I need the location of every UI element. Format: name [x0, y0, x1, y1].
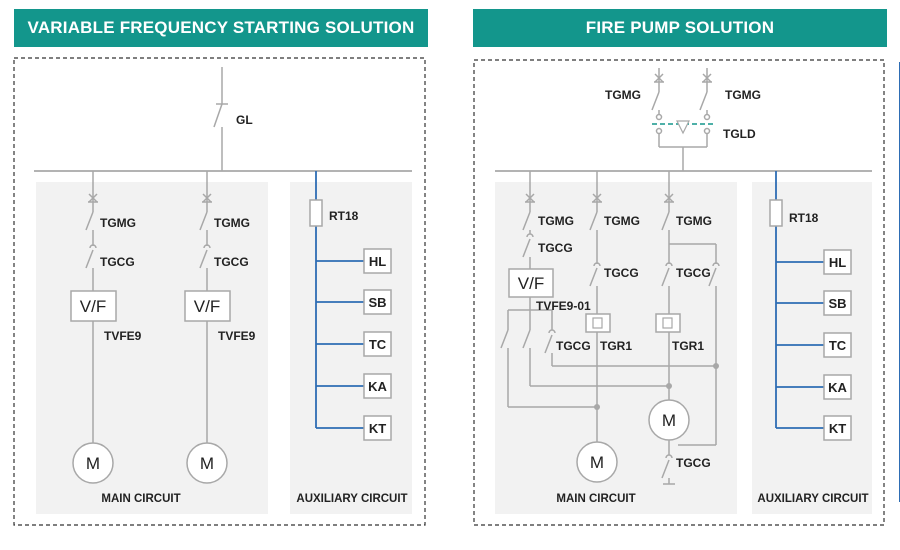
right-b1-tgmg-label: TGMG	[538, 214, 574, 228]
left-aux-caption: AUXILIARY CIRCUIT	[296, 493, 407, 505]
right-motor-2-label: M	[662, 411, 676, 430]
left-b1-tvfe-label: TVFE9	[104, 329, 142, 343]
tgld-label: TGLD	[723, 127, 756, 141]
right-b2-tgcg-label: TGCG	[604, 266, 639, 280]
right-b1-tgcg-label: TGCG	[538, 241, 573, 255]
right-tgmg-right-label: TGMG	[725, 88, 761, 102]
right-title: FIRE PUMP SOLUTION	[585, 18, 775, 37]
left-rt18-fuse	[309, 199, 323, 227]
right-motor-1-label: M	[590, 453, 604, 472]
left-b2-vf-label: V/F	[194, 297, 220, 316]
right-tgmg-left-label: TGMG	[605, 88, 641, 102]
right-title-banner: FIRE PUMP SOLUTION	[473, 9, 887, 47]
left-aux-item-tc: TC	[369, 337, 387, 352]
left-b1-motor-label: M	[86, 454, 100, 473]
left-b2-tvfe-label: TVFE9	[218, 329, 256, 343]
right-motor-2	[648, 399, 690, 441]
right-aux-item-sb: SB	[828, 296, 846, 311]
left-aux-item-hl: HL	[369, 254, 386, 269]
right-aux-item-tc: TC	[829, 338, 847, 353]
left-vf-box-1	[70, 290, 117, 322]
left-wiring	[34, 67, 412, 446]
right-wiring	[495, 68, 872, 485]
left-main-panel	[36, 182, 268, 514]
right-aux-item-ka: KA	[828, 380, 847, 395]
left-motor-2	[186, 442, 228, 484]
left-b2-motor-label: M	[200, 454, 214, 473]
right-rt18-fuse	[769, 199, 783, 227]
left-b2-tgcg-label: TGCG	[214, 255, 249, 269]
right-aux-item-hl: HL	[829, 255, 846, 270]
right-dashed-frame	[473, 59, 885, 526]
right-main-caption: MAIN CIRCUIT	[556, 493, 635, 505]
left-motor-1	[72, 442, 114, 484]
left-b2-tgmg-label: TGMG	[214, 216, 250, 230]
left-title: VARIABLE FREQUENCY STARTING SOLUTION	[27, 18, 415, 37]
right-b3-tgr-label: TGR1	[672, 339, 704, 353]
right-tvfe-label: TVFE9-01	[536, 299, 591, 313]
left-b1-vf-label: V/F	[80, 297, 106, 316]
gl-label: GL	[236, 113, 253, 127]
right-b2-tgr-label: TGR1	[600, 339, 632, 353]
right-b3-tgmg-label: TGMG	[676, 214, 712, 228]
right-b1-tgcg2-label: TGCG	[556, 339, 591, 353]
right-vf-box	[508, 268, 554, 298]
left-dashed-frame	[13, 57, 426, 526]
left-aux-item-ka: KA	[368, 379, 387, 394]
tgld-module	[652, 120, 714, 135]
right-thermal-relay-symbols	[592, 317, 673, 329]
right-thermal-relays	[585, 313, 681, 333]
left-title-banner: VARIABLE FREQUENCY STARTING SOLUTION	[14, 9, 428, 47]
right-aux-caption: AUXILIARY CIRCUIT	[757, 493, 868, 505]
right-b3-tgcg-label: TGCG	[676, 266, 711, 280]
right-vf-label: V/F	[518, 274, 544, 293]
left-rt18-label: RT18	[329, 209, 359, 223]
left-aux-item-kt: KT	[369, 421, 386, 436]
right-b2-tgmg-label: TGMG	[604, 214, 640, 228]
left-vf-box-2	[184, 290, 231, 322]
right-b3-tgcg-bottom-label: TGCG	[676, 456, 711, 470]
left-aux-item-sb: SB	[368, 295, 386, 310]
right-motor-1	[576, 441, 618, 483]
left-aux-panel	[290, 182, 412, 514]
right-junctions	[594, 363, 719, 410]
left-b1-tgcg-label: TGCG	[100, 255, 135, 269]
right-aux-boxes	[823, 249, 852, 441]
right-rt18-label: RT18	[789, 211, 819, 225]
left-aux-boxes	[363, 248, 392, 441]
right-aux-item-kt: KT	[829, 421, 846, 436]
right-aux-panel	[752, 182, 872, 514]
left-main-caption: MAIN CIRCUIT	[101, 493, 180, 505]
left-b1-tgmg-label: TGMG	[100, 216, 136, 230]
